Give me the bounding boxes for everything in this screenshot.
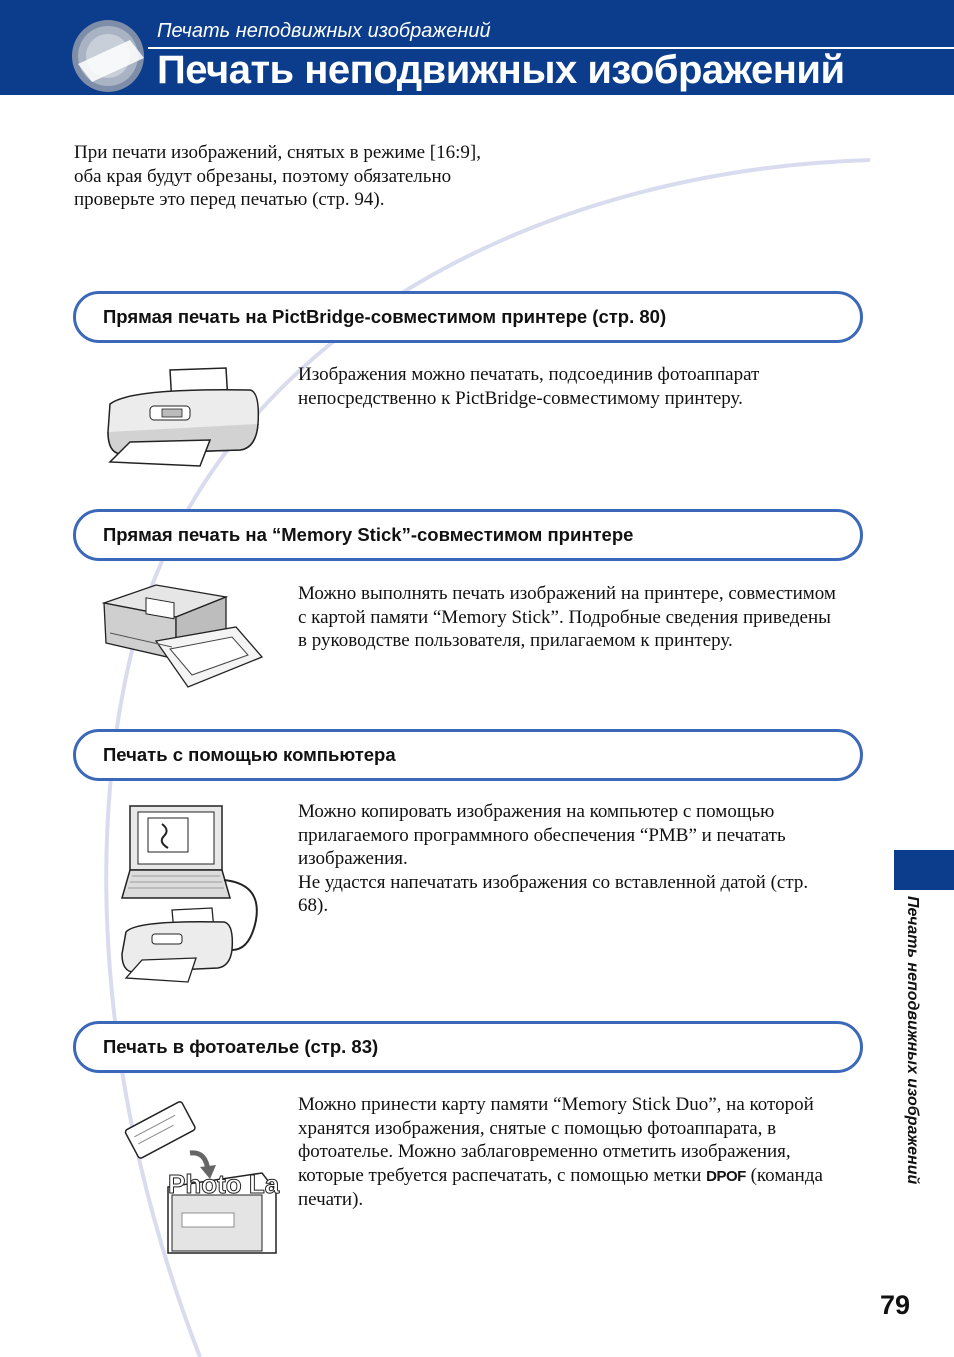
section-text: Можно копировать изображения на компьюте… (298, 801, 786, 869)
section-heading: Прямая печать на PictBridge-совместимом … (103, 306, 667, 327)
section-text: Можно принести карту памяти “Memory Stic… (298, 1094, 814, 1186)
pictbridge-printer-icon (107, 367, 260, 467)
dpof-mark: DPOF (706, 1167, 746, 1185)
photo-lab-sign: Photo Lab (168, 1169, 280, 1199)
section-note: Не удастся напечатать изображения со вст… (298, 871, 809, 917)
photo-lab-icon: Photo Lab (124, 1101, 280, 1254)
section-photo-lab-heading-box: Печать в фотоателье (стр. 83) (73, 1021, 863, 1073)
section-text-block: Можно копировать изображения на компьюте… (298, 800, 838, 918)
section-memory-stick-heading-box: Прямая печать на “Memory Stick”-совмести… (73, 509, 863, 561)
chapter-disc-icon (72, 20, 144, 92)
section-computer-heading-box: Печать с помощью компьютера (73, 729, 863, 781)
side-tab (894, 850, 954, 890)
header-subtitle: Печать неподвижных изображений (157, 20, 491, 42)
section-heading: Печать в фотоателье (стр. 83) (103, 1036, 379, 1057)
section-text-block: Можно принести карту памяти “Memory Stic… (298, 1093, 838, 1212)
side-chapter-label: Печать неподвижных изображений (904, 896, 921, 1185)
section-text: Можно выполнять печать изображений на пр… (298, 583, 836, 651)
computer-printer-icon (121, 805, 258, 983)
section-text-end: (команда печати). (298, 1164, 823, 1211)
page-number: 79 (880, 1290, 911, 1320)
section-text: Изображения можно печатать, подсоединив … (298, 364, 760, 409)
intro-paragraph: При печати изображений, снятых в режиме … (74, 142, 481, 210)
page-header: Печать неподвижных изображений Печать не… (0, 0, 954, 95)
header-rule (148, 47, 954, 49)
section-heading: Прямая печать на “Memory Stick”-совмести… (103, 524, 634, 545)
page-title: Печать неподвижных изображений (157, 48, 845, 92)
section-pictbridge-heading-box: Прямая печать на PictBridge-совместимом … (73, 291, 863, 343)
memory-stick-printer-icon (101, 584, 264, 688)
section-heading: Печать с помощью компьютера (103, 744, 396, 765)
